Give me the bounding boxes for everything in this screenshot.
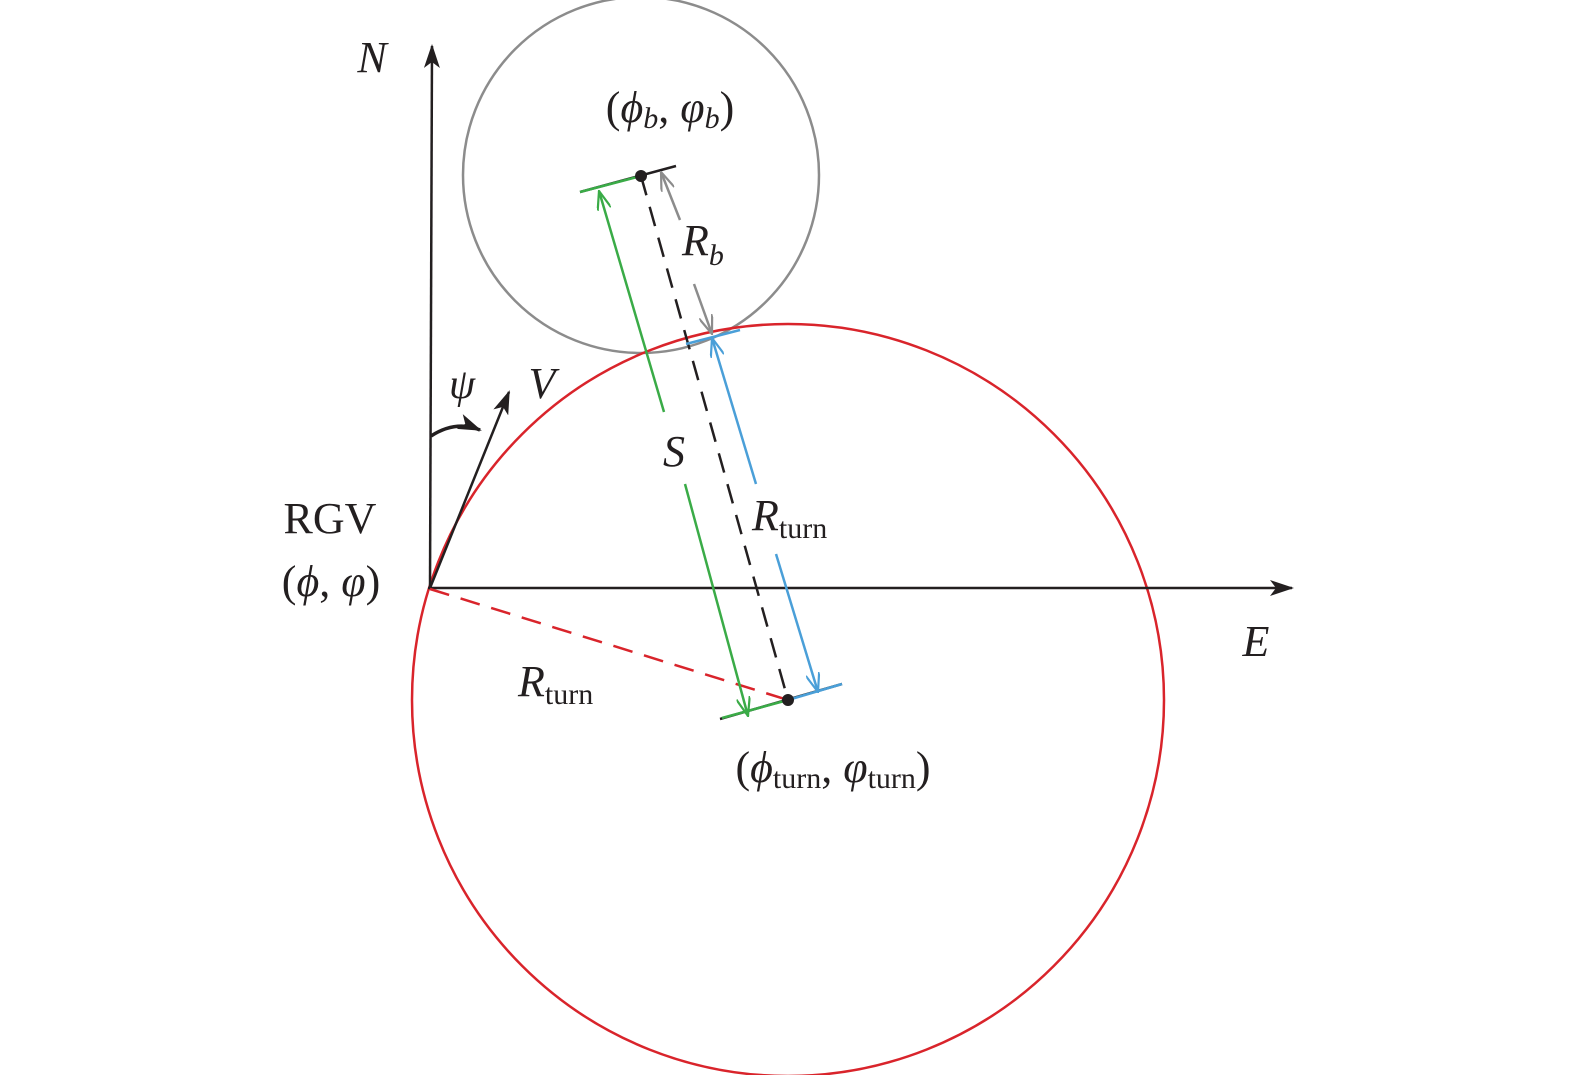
body-radius-arrow-up	[661, 172, 682, 221]
vehicle-name: RGV	[284, 494, 377, 543]
distance-label: S	[663, 427, 685, 476]
turn-radius-label-blue: Rturn	[751, 491, 827, 545]
distance-s-arrow-down	[683, 483, 748, 716]
body-center-label: (ϕb, φb)	[606, 83, 734, 135]
north-axis	[423, 44, 440, 589]
turn-radius-arrow-down	[774, 553, 818, 692]
velocity-label: V	[529, 359, 561, 408]
body-center-point	[635, 170, 647, 182]
turn-circle	[410, 322, 1166, 1075]
velocity-vector	[428, 390, 511, 589]
turn-center-label: (ϕturn, φturn)	[735, 743, 930, 795]
turn-radius-arrow-up	[712, 338, 758, 485]
distance-s-arrow-up	[599, 191, 666, 413]
body-center-tick-green	[579, 174, 642, 194]
turn-center-tick-green	[721, 698, 789, 720]
body-radius-label: Rb	[681, 216, 724, 272]
turn-radius-label-red: Rturn	[517, 657, 593, 711]
heading-angle-arc	[430, 414, 482, 438]
north-label: N	[356, 33, 389, 82]
turn-center-point	[782, 694, 794, 706]
body-radius-arrow-down	[692, 283, 712, 334]
psi-label: ψ	[449, 362, 476, 408]
east-label: E	[1242, 617, 1270, 666]
vehicle-coord: (ϕ, φ)	[282, 557, 380, 606]
turn-radius-dashed-line	[429, 587, 789, 702]
center-line-dashed	[639, 175, 790, 701]
